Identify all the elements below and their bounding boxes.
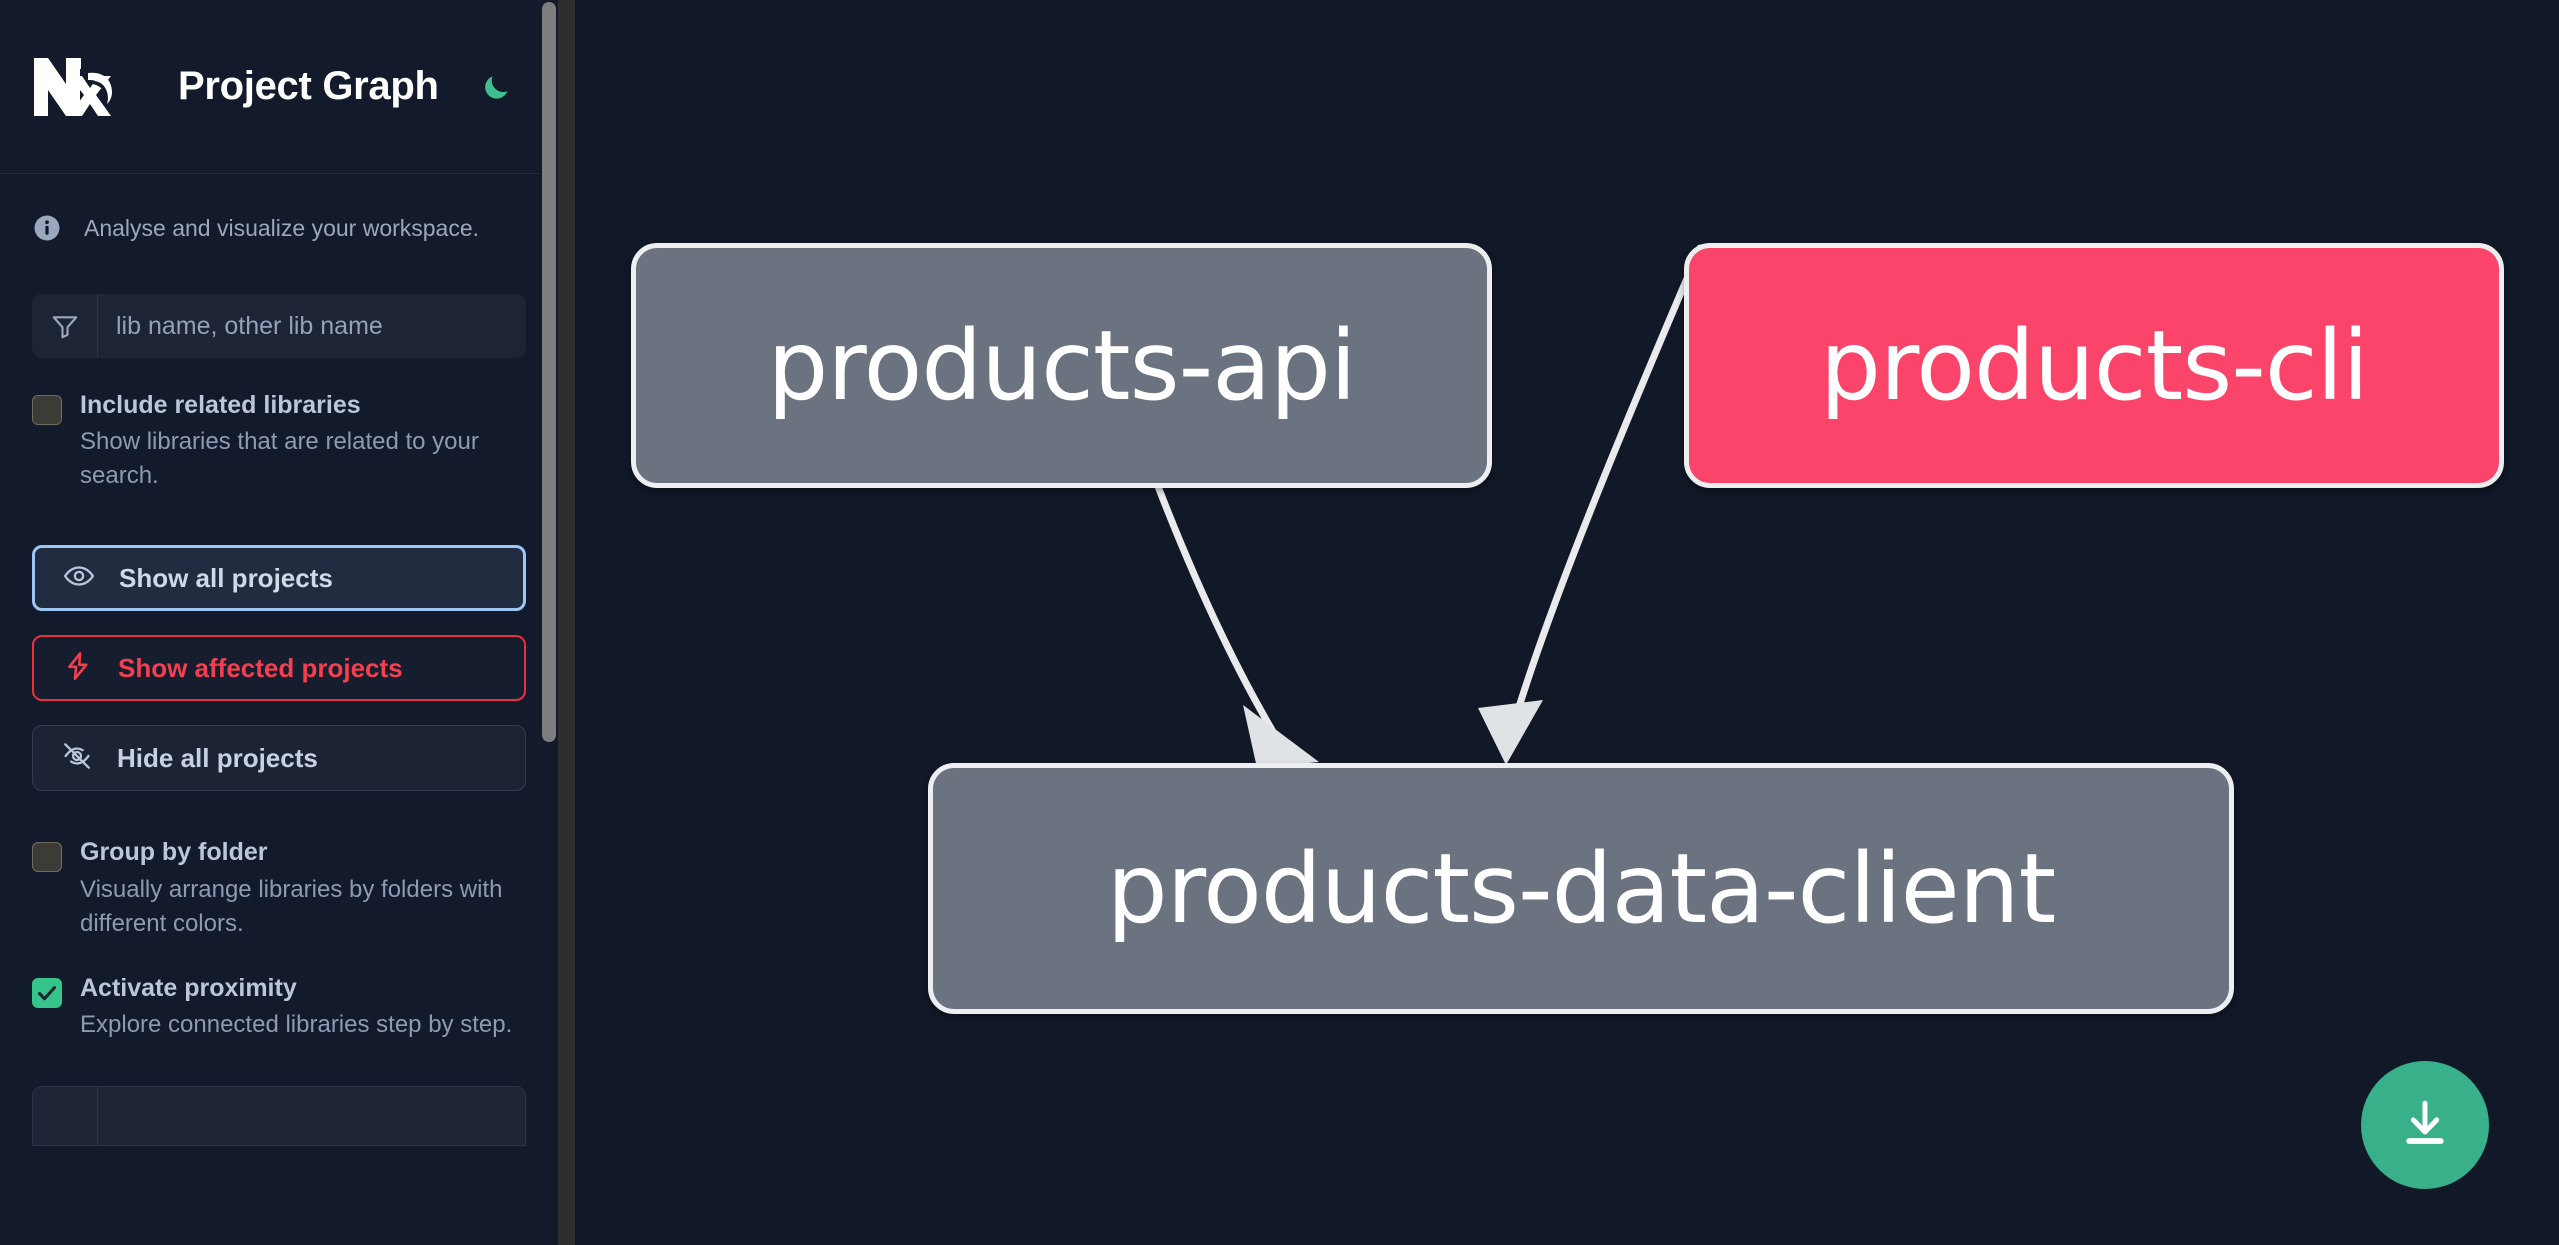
edge-products-cli-to-products-data-client [1508,244,1704,734]
tagline: Analyse and visualize your workspace. [32,210,526,246]
tagline-text: Analyse and visualize your workspace. [84,214,480,241]
show-affected-projects-label: Show affected projects [118,652,403,683]
node-label: products-cli [1819,309,2369,422]
graph-node-products-data-client[interactable]: products-data-client [928,763,2234,1014]
search-input[interactable] [98,294,526,358]
arrowhead [1243,705,1319,768]
info-icon [32,213,62,243]
checkbox-description: Show libraries that are related to your … [80,428,479,490]
checkbox-description: Explore connected libraries step by step… [80,1011,513,1039]
search-box[interactable] [32,294,526,358]
checkbox-label: Activate proximity [80,973,297,1002]
hide-all-projects-label: Hide all projects [117,742,318,773]
checkbox-box[interactable] [32,977,62,1008]
eye-off-icon [61,740,93,777]
checkbox-label: Include related libraries [80,391,361,419]
node-label: products-api [767,309,1356,422]
sidebar: Project Graph Analy [0,0,575,1245]
show-all-projects-button[interactable]: Show all projects [32,545,526,612]
graph-canvas[interactable]: products-api products-cli products-data-… [575,0,2559,1245]
checkbox-include-related-libraries[interactable]: Include related libraries Show libraries… [32,390,526,493]
filter-icon [32,294,98,358]
checkbox-box[interactable] [32,842,62,873]
bolt-icon [62,650,94,687]
scrollbar-track[interactable] [558,0,575,1245]
moon-icon[interactable] [477,68,515,106]
scrollbar-thumb[interactable] [542,2,556,742]
checkbox-group-by-folder[interactable]: Group by folder Visually arrange librari… [32,837,526,940]
checkbox-description: Visually arrange libraries by folders wi… [80,875,503,937]
show-all-projects-label: Show all projects [119,562,333,593]
sidebar-body: Analyse and visualize your workspace. In… [0,210,558,1147]
page-title: Project Graph [178,64,439,108]
sidebar-scrollbar[interactable] [540,0,558,1245]
node-label: products-data-client [1106,832,2056,945]
checkbox-label: Group by folder [80,838,268,867]
checkbox-box[interactable] [32,395,62,425]
arrowhead [1478,700,1543,765]
download-icon [2398,1096,2452,1155]
graph-edges [1076,244,1704,768]
show-affected-projects-button[interactable]: Show affected projects [32,635,526,702]
divider [97,1086,98,1147]
download-graph-button[interactable] [2361,1061,2489,1189]
proximity-slider-partial[interactable] [32,1086,526,1147]
checkbox-activate-proximity[interactable]: Activate proximity Explore connected lib… [32,973,526,1042]
sidebar-header: Project Graph [0,0,558,174]
hide-all-projects-button[interactable]: Hide all projects [32,725,526,792]
eye-icon [63,560,95,597]
graph-node-products-api[interactable]: products-api [631,243,1492,488]
graph-node-products-cli[interactable]: products-cli [1684,243,2504,488]
nx-logo [32,56,126,118]
